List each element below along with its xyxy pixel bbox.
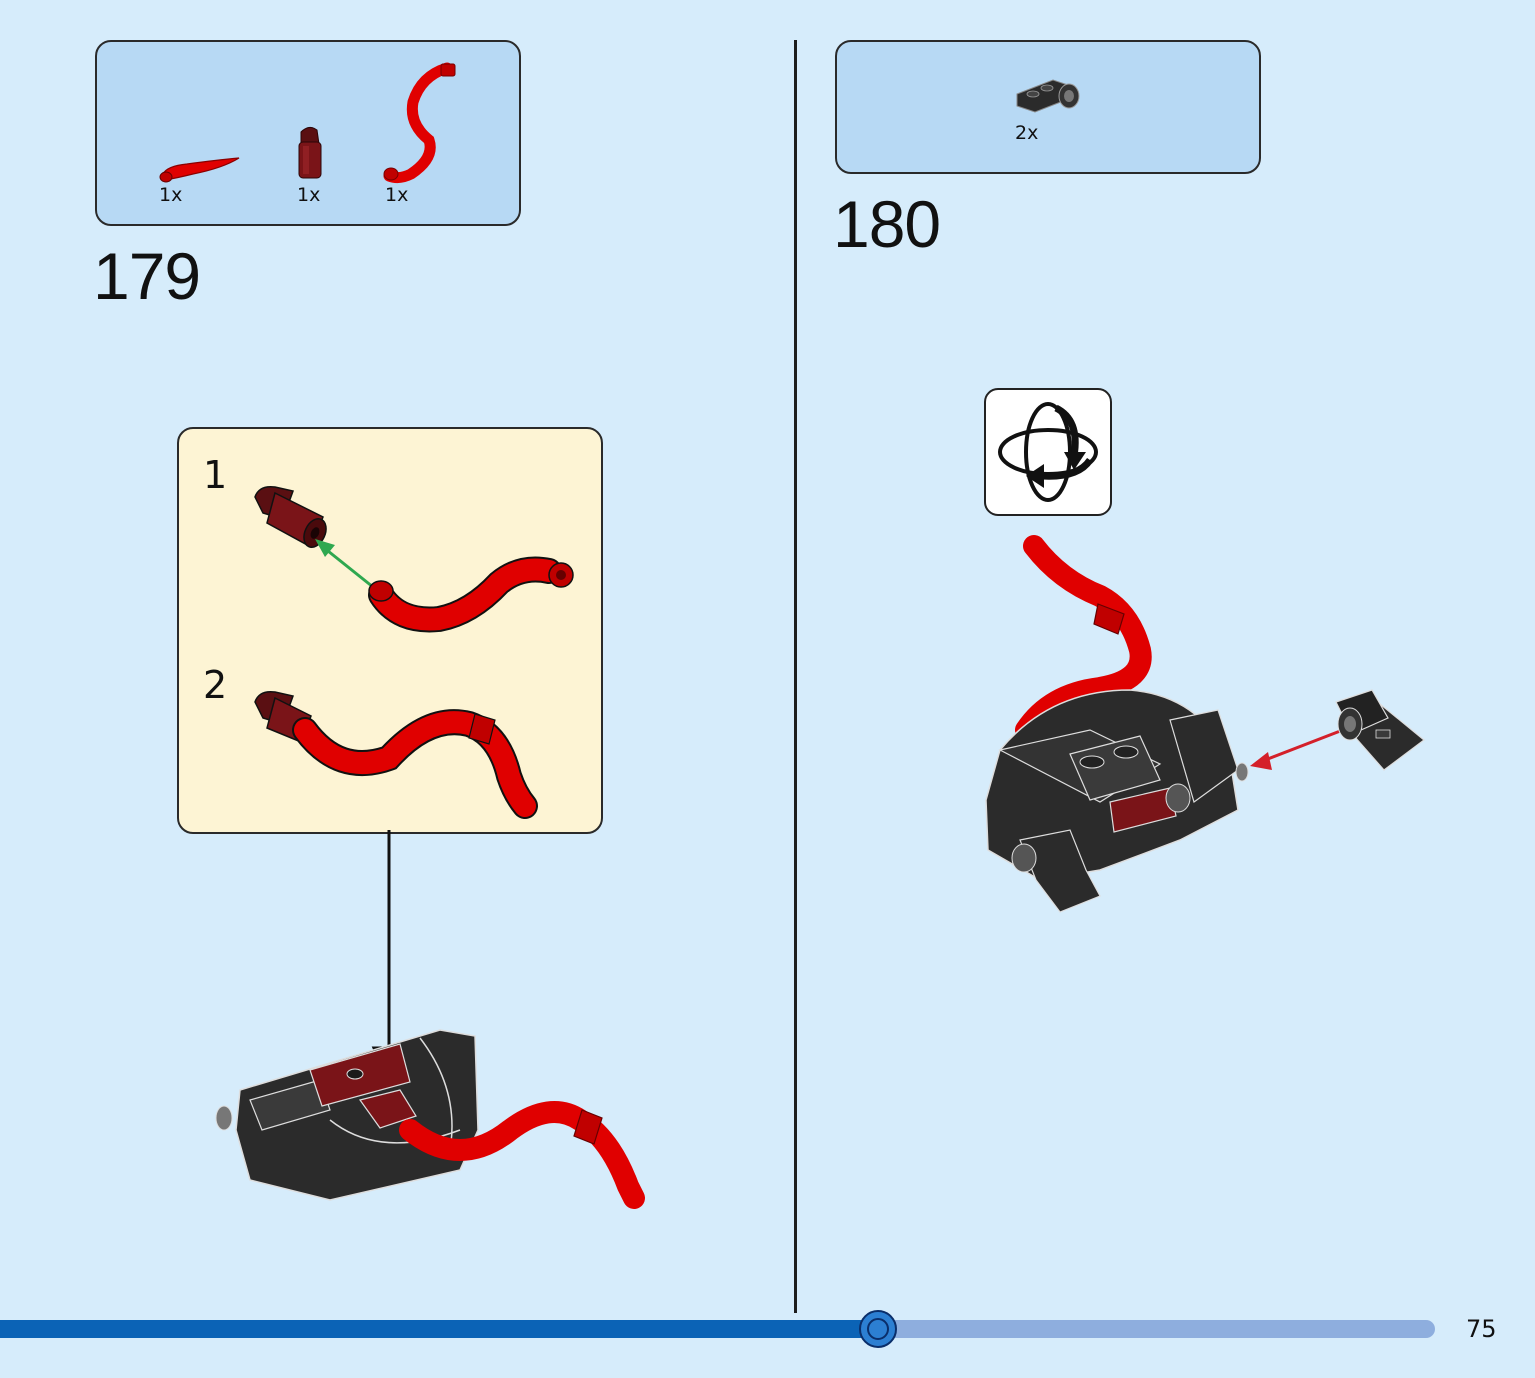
red-curved-horn-piece-icon	[159, 157, 240, 183]
substep-number-1: 1	[203, 453, 228, 497]
dark-red-clip-connector-icon	[254, 485, 327, 549]
rotate-model-icon	[998, 402, 1098, 502]
page-number: 75	[1466, 1315, 1497, 1343]
page-divider	[794, 40, 797, 1313]
substep-number-2: 2	[203, 663, 228, 707]
black-plate-with-pin-hole-icon	[1335, 689, 1425, 771]
substep-1-illustration	[254, 485, 574, 633]
parts-callout-step-179: 1x 1x 1x	[95, 40, 521, 226]
part-qty-180: 2x	[1015, 122, 1039, 144]
part-qty-1: 1x	[159, 184, 183, 206]
black-plate-with-pin-hole-icon	[1016, 79, 1080, 113]
parts-callout-step-180: 2x	[835, 40, 1261, 174]
dark-red-clip-connector-icon	[298, 126, 322, 179]
step-number-179: 179	[93, 239, 201, 313]
step-number-180: 180	[833, 187, 941, 261]
part-qty-2: 1x	[297, 184, 321, 206]
page-progress-fill	[0, 1320, 879, 1338]
step-180-model-illustration	[985, 535, 1425, 913]
substep-2-illustration	[254, 690, 538, 819]
step-179-model-illustration	[215, 1029, 645, 1209]
red-assembly-arrow	[1250, 726, 1349, 770]
red-s-curved-tail-piece-icon	[383, 62, 456, 184]
page-progress-marker	[859, 1310, 898, 1348]
sub-assembly-box: 1 2	[177, 427, 603, 834]
part-qty-3: 1x	[385, 184, 409, 206]
green-assembly-arrow	[315, 539, 374, 589]
page-progress-bar	[0, 1310, 1435, 1348]
rotate-model-callout	[984, 388, 1112, 516]
red-s-curved-tail-piece-icon	[368, 556, 574, 633]
